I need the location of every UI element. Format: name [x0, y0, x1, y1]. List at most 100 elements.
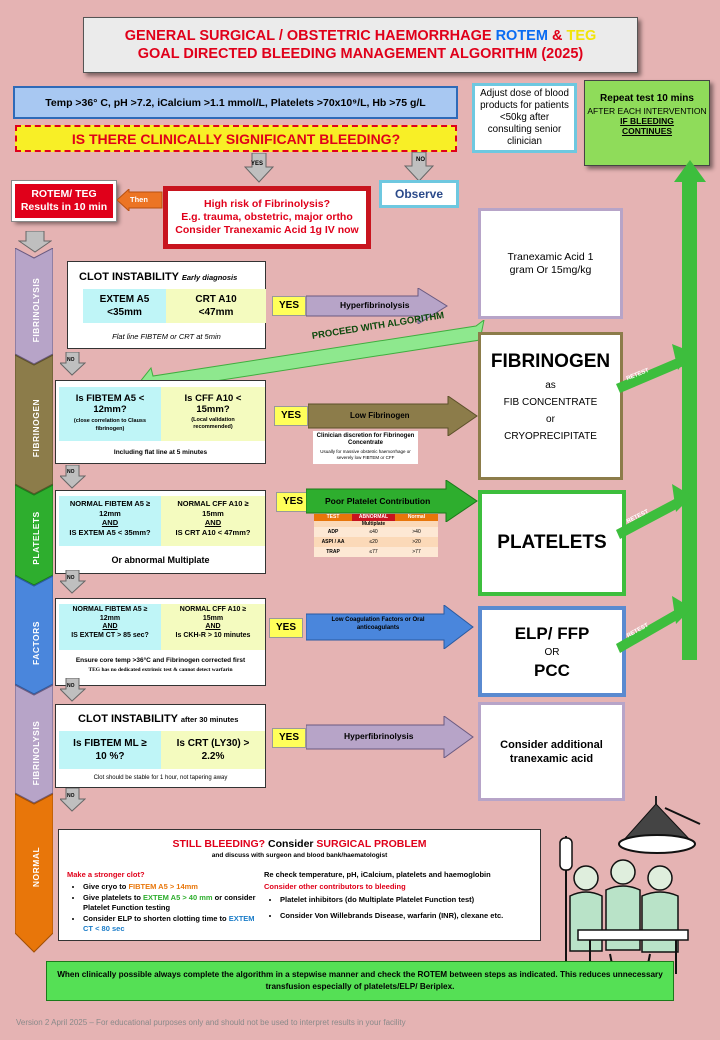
step3-yes: YES	[276, 492, 310, 512]
step5-arrow	[306, 716, 474, 758]
step4-outcome-box: ELP/ FFP OR PCC	[478, 606, 626, 697]
step4-arrow-label: Low Coagulation Factors or Oral anticoag…	[331, 617, 425, 631]
final-subtitle: and discuss with surgeon and blood bank/…	[211, 852, 388, 859]
title-box: GENERAL SURGICAL / OBSTETRIC HAEMORRHAGE…	[83, 17, 638, 73]
targets-bar: Temp >36° C, pH >7.2, iCalcium >1.1 mmol…	[13, 86, 458, 119]
step4-left-cell: NORMAL FIBTEM A5 ≥ 12mm AND IS EXTEM CT …	[59, 604, 161, 650]
fibrinolysis-risk-box: High risk of Fibrinolysis? E.g. trauma, …	[163, 186, 371, 249]
final-title-c: SURGICAL PROBLEM	[316, 838, 427, 850]
start-down-arrow	[18, 231, 52, 253]
step1-title-sub: Early diagnosis	[181, 273, 238, 282]
step4-footer-1: Ensure core temp >36°C and Fibrinogen co…	[75, 657, 246, 664]
then-arrow	[117, 189, 163, 211]
final-title-b: Consider	[267, 838, 314, 850]
step2-outcome-box: FIBRINOGEN as FIB CONCENTRATE or CRYOPRE…	[478, 332, 623, 480]
multiplate-table: TEST ABNORMAL Normal Multiplate ADP ≤40 …	[314, 514, 438, 557]
step5-yes: YES	[272, 728, 306, 748]
final-right-col: Re check temperature, pH, iCalcium, plat…	[264, 870, 536, 922]
step2-box: Is FIBTEM A5 < 12mm? (close correlation …	[55, 380, 266, 464]
step5-arrow-label: Hyperfibrinolysis	[344, 731, 414, 741]
step2-arrow	[308, 396, 478, 436]
step5-footer: Clot should be stable for 1 hour, not ta…	[93, 775, 228, 781]
repeat-test-box: Repeat test 10 mins AFTER EACH INTERVENT…	[584, 80, 710, 166]
step1-arrow-label: Hyperfibrinolysis	[340, 300, 410, 310]
no-label-4: NO	[67, 683, 75, 689]
step3-arrow	[306, 480, 478, 522]
side-label-fibrinolysis-2: FIBRINOLYSIS	[31, 720, 41, 786]
step4-arrow	[306, 605, 474, 649]
yes-down-arrow	[244, 153, 274, 183]
side-label-factors: FACTORS	[31, 621, 41, 665]
step5-box: CLOT INSTABILITY after 30 minutes Is FIB…	[55, 704, 266, 788]
step4-right-cell: NORMAL CFF A10 ≥ 15mm AND Is CKH-R > 10 …	[161, 604, 265, 650]
title-line2: GOAL DIRECTED BLEEDING MANAGEMENT ALGORI…	[137, 46, 584, 62]
final-title-a: STILL BLEEDING?	[172, 838, 266, 850]
step1-title: CLOT INSTABILITY	[79, 271, 179, 283]
final-left-col: Make a stronger clot? Give cryo to FIBTE…	[67, 870, 257, 935]
no-arrow-4	[60, 678, 86, 702]
step1-footer: Flat line FIBTEM or CRT at 5min	[112, 332, 221, 341]
step5-left-cell: Is FIBTEM ML ≥ 10 %?	[59, 731, 161, 769]
step4-box: NORMAL FIBTEM A5 ≥ 12mm AND IS EXTEM CT …	[55, 598, 266, 686]
bottom-note: When clinically possible always complete…	[46, 961, 674, 1001]
step1-left-cell: EXTEM A5 <35mm	[83, 289, 166, 323]
proceed-arrow	[135, 320, 485, 391]
version-footer: Version 2 April 2025 – For educational p…	[16, 1018, 406, 1027]
final-left-item: Give platelets to EXTEM A5 > 40 mm or co…	[83, 893, 257, 912]
step1-outcome-box: Tranexamic Acid 1 gram Or 15mg/kg	[478, 208, 623, 319]
step2-arrow-label: Low Fibrinogen	[350, 411, 410, 420]
step3-left-cell: NORMAL FIBTEM A5 ≥ 12mm AND IS EXTEM A5 …	[59, 496, 161, 546]
step5-right-cell: Is CRT (LY30) > 2.2%	[161, 731, 265, 769]
no-arrow-3	[60, 570, 86, 594]
no-down-arrow	[404, 152, 434, 182]
no-label-5: NO	[67, 793, 75, 799]
step5-title-sub: after 30 minutes	[180, 715, 239, 724]
final-right-item: Platelet inhibitors (do Multiplate Plate…	[280, 895, 536, 905]
no-label-1: NO	[67, 357, 75, 363]
step2-right-cell: Is CFF A10 < 15mm? (Local validation rec…	[161, 387, 265, 441]
no-arrow-5	[60, 788, 86, 812]
step4-yes: YES	[269, 618, 303, 638]
adjust-dose-box: Adjust dose of blood products for patien…	[472, 83, 577, 153]
side-label-platelets: PLATELETS	[31, 511, 41, 565]
repeat-green-arrow	[616, 160, 706, 660]
final-right-item: Consider Von Willebrands Disease, warfar…	[280, 911, 536, 921]
side-label-normal: NORMAL	[31, 846, 41, 888]
no-down-label: NO	[416, 157, 425, 163]
no-arrow-2	[60, 465, 86, 489]
step3-right-cell: NORMAL CFF A10 ≥ 15mm AND IS CRT A10 < 4…	[161, 496, 265, 546]
rotem-results-box: ROTEM/ TEG Results in 10 min	[11, 180, 117, 222]
multiplate-row: ADP ≤40 >40	[314, 527, 438, 537]
step4-footer-2: TEG has no dedicated extrinsic test & ca…	[88, 667, 233, 673]
question-bar: IS THERE CLINICALLY SIGNIFICANT BLEEDING…	[15, 125, 457, 152]
still-bleeding-box: STILL BLEEDING? Consider SURGICAL PROBLE…	[58, 829, 541, 941]
side-label-fibrinolysis: FIBRINOLYSIS	[31, 277, 41, 343]
surgeons-illustration	[559, 796, 701, 975]
step1-yes: YES	[272, 296, 306, 316]
multiplate-row: TRAP ≤77 >77	[314, 547, 438, 557]
side-chevron-column	[15, 248, 53, 953]
step3-arrow-label: Poor Platelet Contribution	[325, 496, 431, 506]
final-left-item: Give cryo to FIBTEM A5 > 14mm	[83, 882, 257, 892]
step1-right-cell: CRT A10 <47mm	[166, 289, 266, 323]
step1-arrow	[306, 288, 448, 324]
step3-footer: Or abnormal Multiplate	[111, 555, 210, 565]
title-rotem: ROTEM	[495, 28, 548, 44]
title-line1: GENERAL SURGICAL / OBSTETRIC HAEMORRHAGE	[124, 28, 492, 44]
no-label-3: NO	[67, 575, 75, 581]
title-teg: TEG	[566, 28, 597, 44]
final-left-item: Consider ELP to shorten clotting time to…	[83, 914, 257, 933]
side-label-fibrinogen: FIBRINOGEN	[31, 398, 41, 458]
title-amp: &	[551, 28, 563, 44]
no-arrow-1	[60, 352, 86, 376]
step2-yes: YES	[274, 406, 308, 426]
then-label: Then	[130, 195, 148, 204]
step3-box: NORMAL FIBTEM A5 ≥ 12mm AND IS EXTEM A5 …	[55, 490, 266, 574]
no-label-2: NO	[67, 469, 75, 475]
step2-left-cell: Is FIBTEM A5 < 12mm? (close correlation …	[59, 387, 161, 441]
step5-title: CLOT INSTABILITY	[78, 713, 178, 725]
yes-down-label: YES	[251, 161, 264, 167]
step3-outcome-box: PLATELETS	[478, 490, 626, 596]
step5-outcome-box: Consider additional tranexamic acid	[478, 702, 625, 801]
observe-box: Observe	[379, 180, 459, 208]
